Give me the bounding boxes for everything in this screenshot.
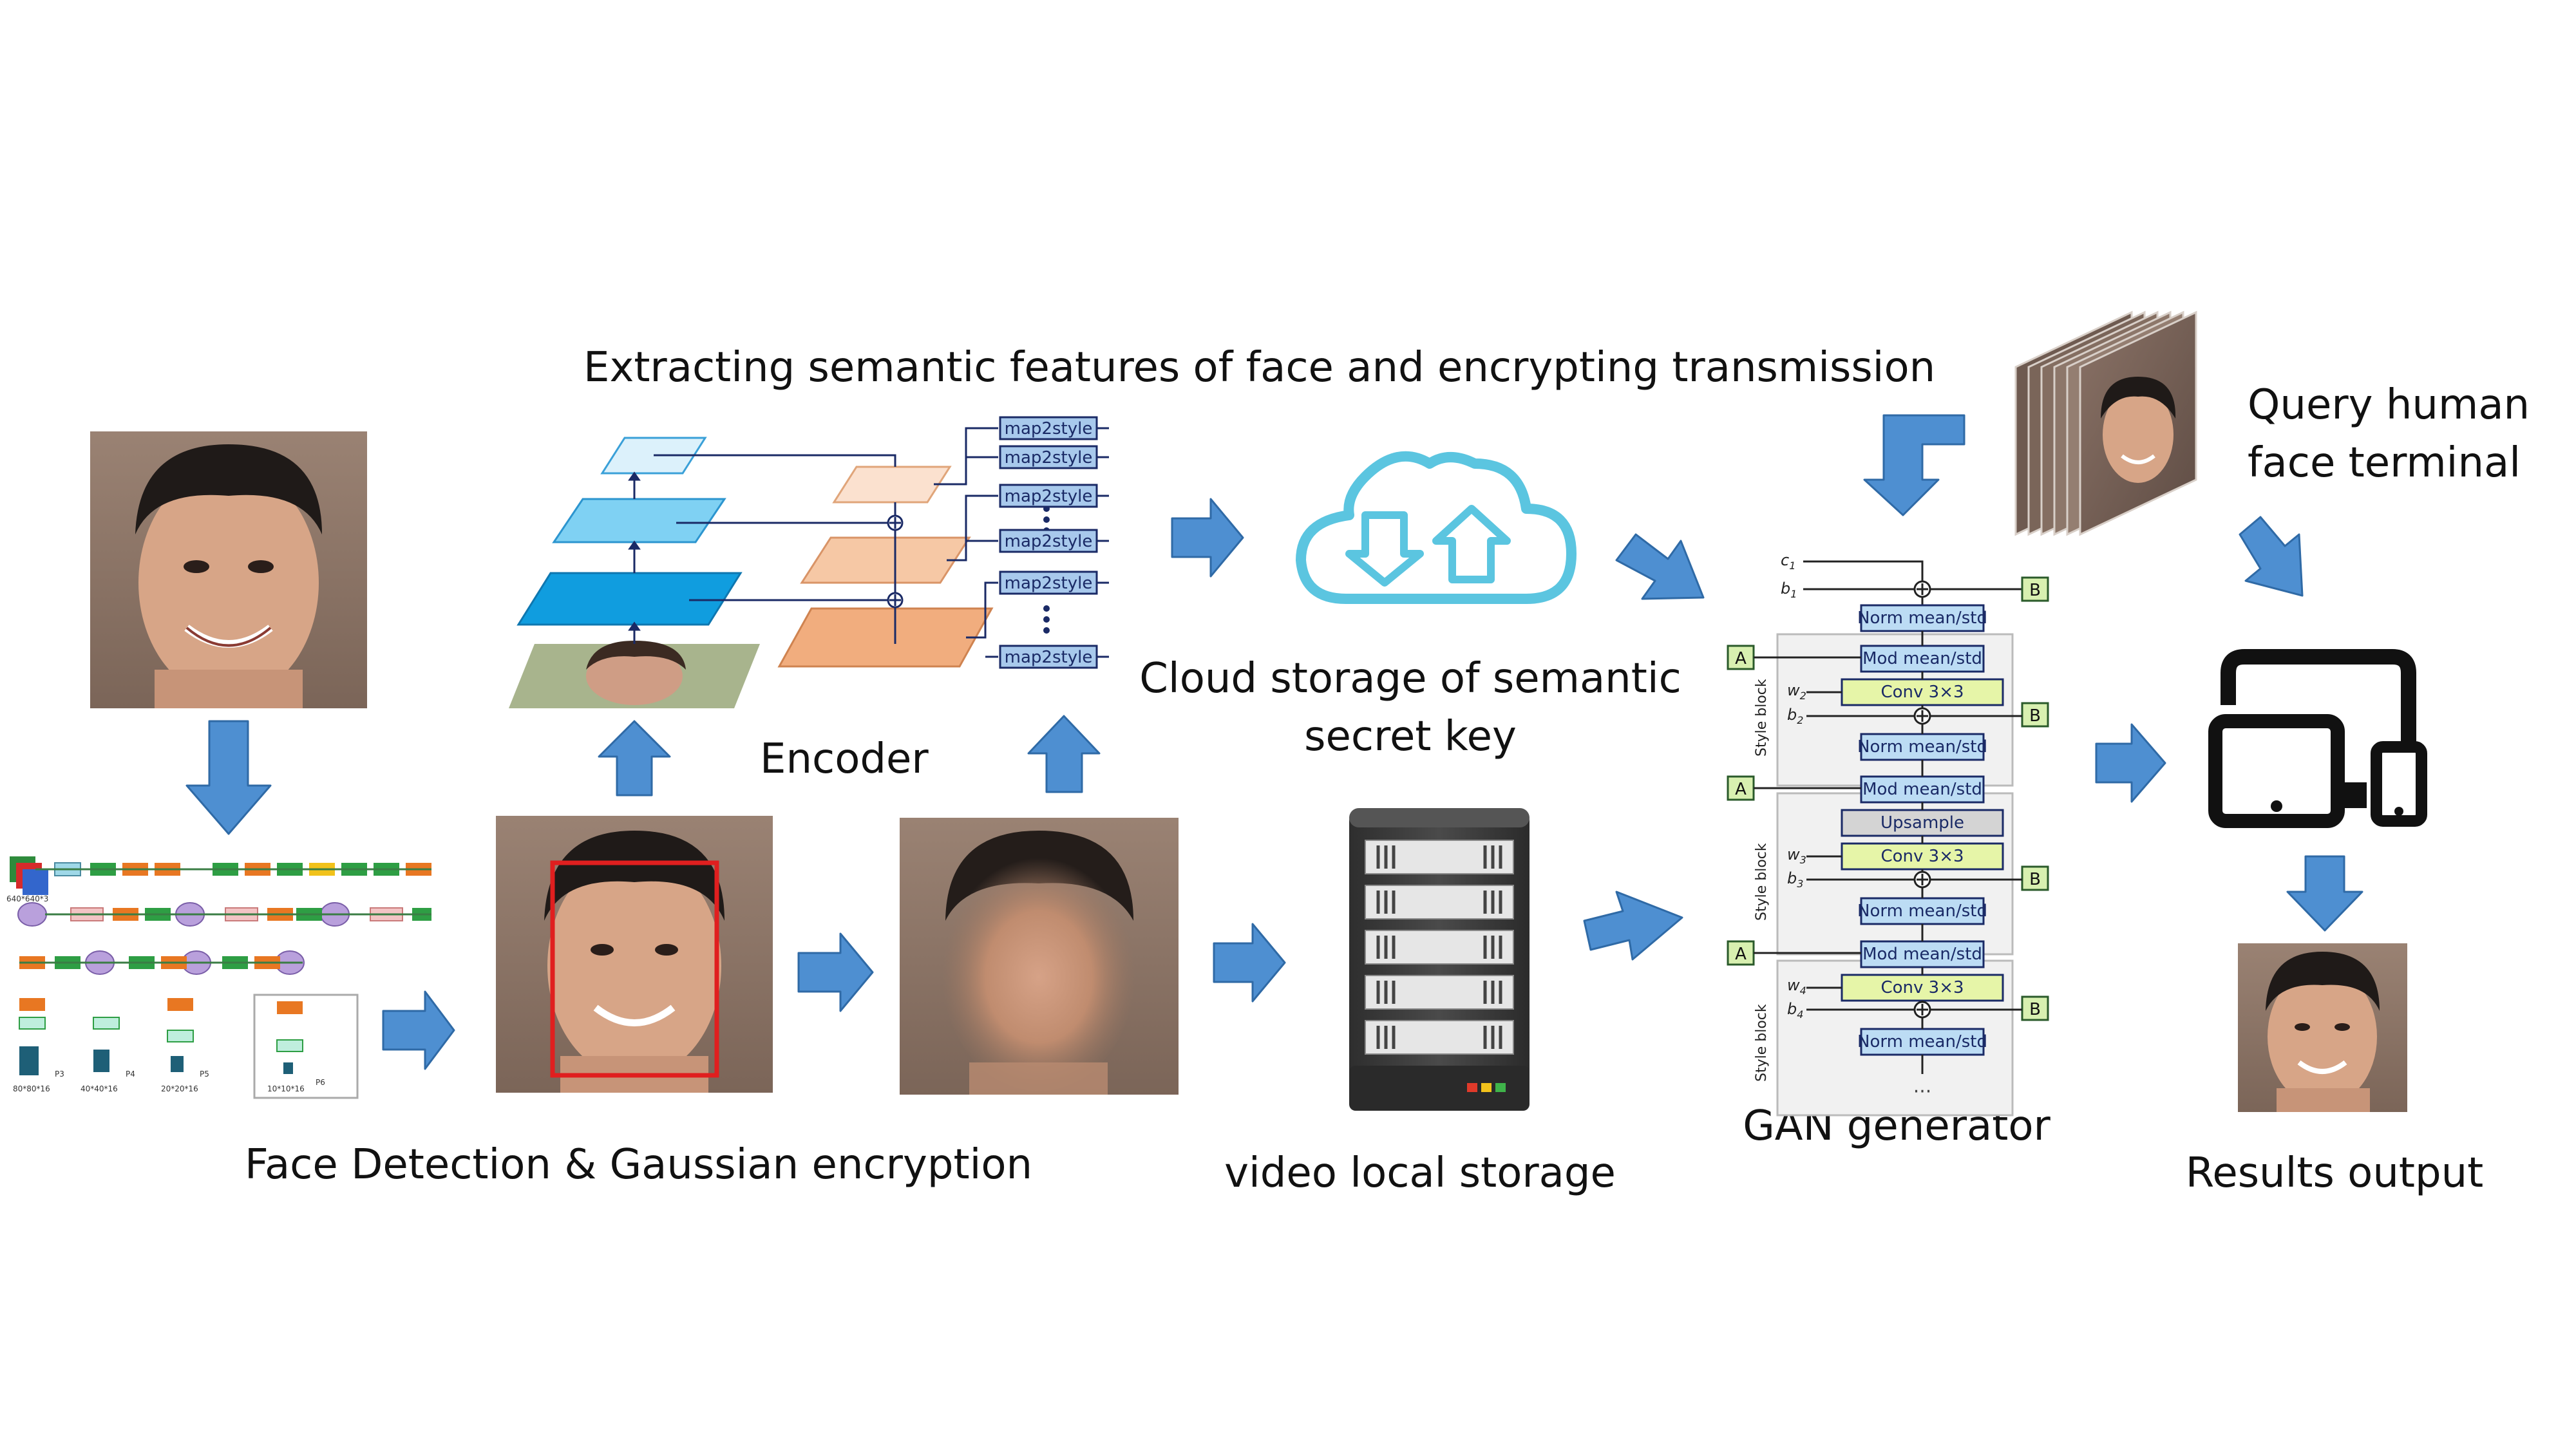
conv-label: Conv 3×3	[1880, 683, 1964, 702]
style-block-label: Style block	[1754, 679, 1770, 757]
map2style-label: map2style	[1005, 574, 1093, 593]
norm-label: Norm mean/std	[1857, 608, 1987, 628]
arrow-right-icon	[1213, 923, 1286, 1003]
detection-box	[550, 860, 719, 1078]
cloud-storage-icon	[1296, 451, 1577, 604]
svg-text:10*10*16: 10*10*16	[267, 1084, 305, 1093]
gan-b-box: B	[2029, 870, 2041, 889]
caption-query-line2: face terminal	[2248, 439, 2521, 487]
result-face-image	[2238, 943, 2407, 1112]
map2style-label: map2style	[1005, 532, 1093, 551]
svg-text:w2: w2	[1787, 681, 1806, 702]
svg-text:w3: w3	[1787, 845, 1806, 866]
caption-top: Extracting semantic features of face and…	[583, 344, 1935, 391]
arrow-diag-down-icon	[1615, 533, 1705, 600]
arrow-up-icon	[598, 720, 671, 797]
arrow-right-icon	[797, 932, 874, 1012]
svg-text:20*20*16: 20*20*16	[161, 1084, 198, 1093]
arrow-right-icon	[2095, 723, 2166, 803]
map2style-label: map2style	[1005, 648, 1093, 667]
svg-text:80*80*16: 80*80*16	[13, 1084, 50, 1093]
svg-text:P6: P6	[316, 1078, 325, 1087]
arrow-diag-up-icon	[1583, 891, 1683, 961]
map2style-boxes: map2style map2style map2style map2style …	[999, 416, 1109, 669]
gan-continuation-dots: ···	[1913, 1080, 1932, 1103]
gan-a-box: A	[1735, 780, 1747, 799]
gan-a-box: A	[1735, 945, 1747, 964]
mod-label: Mod mean/std	[1862, 649, 1982, 668]
arrow-corner-icon	[1863, 414, 1965, 516]
upsample-label: Upsample	[1880, 813, 1964, 833]
upsample-box	[1841, 809, 2004, 837]
gan-a-box: A	[1735, 649, 1747, 668]
gan-c-label: c1	[1781, 551, 1795, 572]
caption-cloud-line2: secret key	[1304, 713, 1517, 760]
encoder-diagram: map2style map2style map2style map2style …	[509, 416, 1109, 708]
norm-label: Norm mean/std	[1857, 1032, 1987, 1051]
input-face-image	[90, 431, 367, 708]
gan-generator-diagram: c1 b1 Style block Style block Style bloc…	[1727, 551, 2049, 1117]
arrow-right-icon	[382, 990, 455, 1070]
gan-b-box: B	[2029, 1000, 2041, 1019]
detected-face-image	[496, 816, 773, 1093]
terminal-devices-icon	[2208, 649, 2427, 828]
svg-text:w4: w4	[1787, 976, 1806, 997]
map2style-label: map2style	[1005, 448, 1093, 467]
svg-text:b2: b2	[1787, 706, 1803, 726]
svg-text:640*640*3: 640*640*3	[6, 894, 48, 903]
svg-text:P3: P3	[55, 1070, 64, 1079]
arrow-right-icon	[1171, 498, 1244, 578]
svg-text:b3: b3	[1787, 869, 1803, 890]
caption-query-line1: Query human	[2248, 381, 2530, 429]
caption-cloud-line1: Cloud storage of semantic	[1139, 655, 1681, 702]
map2style-label: map2style	[1005, 487, 1093, 506]
caption-local-storage: video local storage	[1224, 1149, 1616, 1197]
norm-label: Norm mean/std	[1857, 737, 1987, 757]
arrow-diag-down-icon	[2239, 516, 2304, 597]
conv-label: Conv 3×3	[1880, 978, 1964, 997]
style-block-label: Style block	[1754, 843, 1770, 921]
gan-b-box: B	[2029, 706, 2041, 726]
norm-label: Norm mean/std	[1857, 901, 1987, 921]
svg-text:b4: b4	[1787, 1000, 1803, 1021]
conv-box	[1841, 974, 2004, 1002]
caption-encoder: Encoder	[760, 735, 929, 783]
flow-arrows	[185, 414, 2363, 1070]
svg-text:40*40*16: 40*40*16	[80, 1084, 118, 1093]
gan-b1-label: b1	[1781, 580, 1797, 600]
norm-box	[1860, 604, 1985, 632]
style-block-label: Style block	[1754, 1004, 1770, 1082]
caption-results: Results output	[2186, 1149, 2484, 1197]
conv-label: Conv 3×3	[1880, 847, 1964, 866]
norm-box	[1860, 1028, 1985, 1056]
query-face-stack	[2014, 310, 2197, 536]
arrow-down-icon	[2286, 855, 2363, 932]
blurred-face-image	[900, 818, 1179, 1095]
local-server-icon	[1349, 808, 1530, 1111]
mod-box	[1860, 645, 1985, 673]
arrow-up-icon	[1027, 715, 1101, 793]
svg-text:P5: P5	[200, 1070, 209, 1079]
caption-detection: Face Detection & Gaussian encryption	[245, 1141, 1032, 1189]
map2style-label: map2style	[1005, 419, 1093, 438]
mod-label: Mod mean/std	[1862, 945, 1982, 964]
mod-label: Mod mean/std	[1862, 780, 1982, 799]
svg-text:P4: P4	[126, 1070, 135, 1079]
gan-b-box: B	[2029, 581, 2041, 600]
arrow-down-icon	[185, 720, 272, 835]
